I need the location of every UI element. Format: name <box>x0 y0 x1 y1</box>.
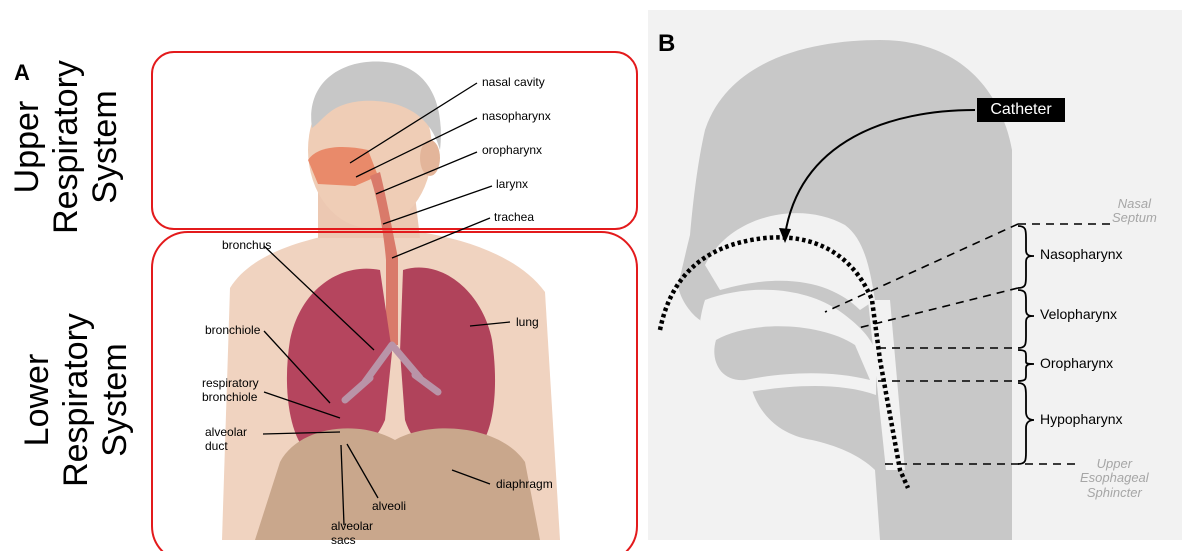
label-nasal-septum-line2: Septum <box>1112 211 1157 225</box>
catheter-label: Catheter <box>977 98 1065 122</box>
label-hypopharynx: Hypopharynx <box>1040 411 1123 427</box>
label-nasal-septum: Nasal Septum <box>1112 197 1157 226</box>
label-upper-esophageal-sphincter: Upper Esophageal Sphincter <box>1080 457 1149 500</box>
label-ues-line3: Sphincter <box>1080 486 1149 500</box>
label-ues-line1: Upper <box>1080 457 1149 471</box>
label-nasal-septum-line1: Nasal <box>1112 197 1157 211</box>
label-oropharynx-b: Oropharynx <box>1040 355 1113 371</box>
label-ues-line2: Esophageal <box>1080 471 1149 485</box>
label-velopharynx: Velopharynx <box>1040 306 1117 322</box>
label-nasopharynx-b: Nasopharynx <box>1040 246 1123 262</box>
panel-b-letter: B <box>658 30 675 58</box>
